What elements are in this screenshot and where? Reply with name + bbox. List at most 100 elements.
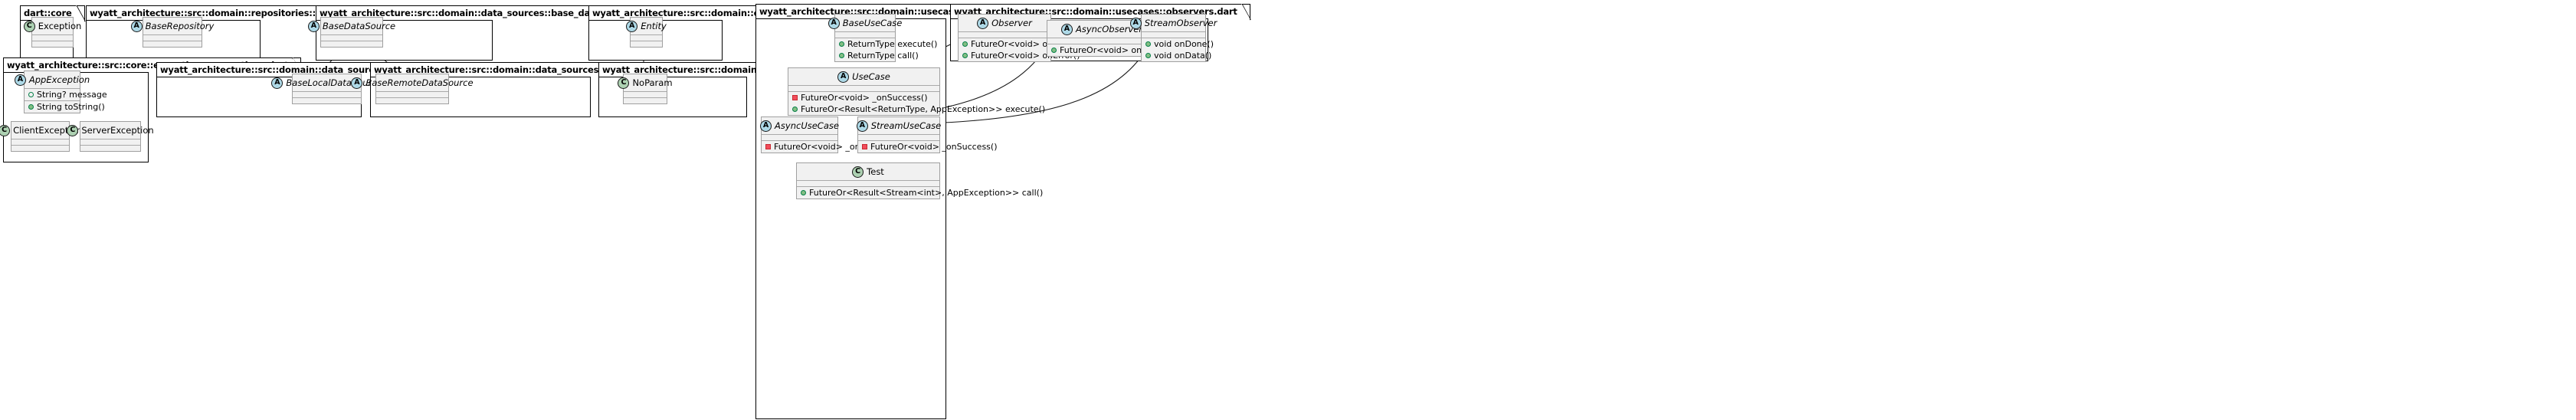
divider (80, 145, 140, 146)
class-title: A StreamObserver (1129, 15, 1217, 31)
public-method-marker-icon (28, 104, 34, 110)
divider (797, 186, 939, 187)
divider (624, 97, 667, 98)
class-appexception[interactable]: A AppException String? message String to… (14, 71, 107, 113)
divider (631, 34, 662, 35)
methods-section: FutureOr<void> onComplete() (1047, 44, 1189, 56)
class-usecase[interactable]: A UseCase FutureOr<void> _onSuccess() Fu… (788, 67, 1045, 116)
methods-section (321, 41, 382, 47)
class-name: ClientException (13, 125, 82, 136)
class-name: Entity (641, 21, 667, 31)
class-streamobserver[interactable]: A StreamObserver void onDone() void onDa… (1129, 14, 1217, 62)
class-stereotype-icon: A (828, 17, 840, 29)
class-member: FutureOr<Result<ReturnType, AppException… (788, 103, 1045, 115)
class-stereotype-icon: C (67, 124, 79, 136)
methods-section (631, 41, 662, 47)
methods-section (80, 146, 140, 151)
class-test[interactable]: C Test FutureOr<Result<Stream<int>, AppE… (796, 162, 1043, 199)
fields-section (959, 32, 1050, 38)
class-title: A BaseUseCase (828, 15, 902, 31)
class-exception[interactable]: C Exception (23, 17, 81, 48)
methods-section: ReturnType execute() ReturnType call() (835, 38, 937, 61)
package-label: wyatt_architecture::src::domain::data_so… (316, 5, 673, 22)
fields-section (631, 35, 662, 41)
divider (797, 180, 939, 181)
fields-section (80, 139, 140, 145)
class-title: A BaseRemoteDataSource (351, 74, 474, 91)
fields-section (32, 35, 73, 41)
class-member: ReturnType call() (835, 50, 919, 61)
methods-section: void onDone() void onData() (1142, 38, 1214, 61)
fields-section (835, 32, 895, 38)
class-streamusecase[interactable]: A StreamUseCase FutureOr<void> _onSucces… (856, 116, 997, 153)
class-baserepository[interactable]: A BaseRepository (130, 17, 214, 48)
divider (835, 31, 895, 32)
divider (293, 97, 361, 98)
class-noparam[interactable]: C NoParam (618, 74, 673, 104)
public-method-marker-icon (1145, 41, 1151, 47)
class-title: C NoParam (618, 74, 673, 91)
fields-section (788, 86, 939, 91)
public-method-marker-icon (1145, 53, 1151, 58)
fields-section (321, 35, 382, 41)
class-title: A Entity (626, 18, 667, 34)
class-member: ReturnType execute() (835, 38, 937, 50)
fields-section (858, 135, 939, 140)
class-name: AppException (28, 74, 90, 85)
divider (293, 91, 361, 92)
class-baseusecase[interactable]: A BaseUseCase ReturnType execute() Retur… (828, 14, 937, 62)
divider (858, 140, 939, 141)
member-text: String toString() (37, 102, 105, 112)
fields-section (293, 92, 361, 97)
class-stereotype-icon: A (307, 20, 320, 32)
class-serverexception[interactable]: C ServerException (67, 121, 154, 152)
class-entity[interactable]: A Entity (626, 17, 667, 48)
class-stereotype-icon: A (626, 20, 638, 32)
class-baselocaldatasource[interactable]: A BaseLocalDataSource (271, 74, 382, 104)
class-asyncusecase[interactable]: A AsyncUseCase FutureOr<void> _onSuccess… (760, 116, 900, 153)
divider (321, 34, 382, 35)
methods-section: FutureOr<void> _onSuccess() FutureOr<Res… (788, 92, 1045, 115)
divider (959, 31, 1050, 32)
class-baseremotedatasource[interactable]: A BaseRemoteDataSource (351, 74, 474, 104)
public-method-marker-icon (801, 190, 806, 195)
class-observer[interactable]: A Observer FutureOr<void> onStart() Futu… (958, 14, 1080, 62)
class-name: Exception (38, 21, 82, 31)
class-member: FutureOr<void> _onSuccess() (788, 92, 939, 103)
class-stereotype-icon: A (837, 71, 850, 83)
divider (25, 100, 80, 101)
class-stereotype-icon: A (856, 120, 868, 132)
class-member: FutureOr<void> onComplete() (1047, 44, 1189, 56)
fields-section (143, 35, 202, 41)
private-method-marker-icon (765, 144, 771, 149)
class-stereotype-icon: C (618, 77, 630, 89)
class-stereotype-icon: C (852, 166, 864, 178)
public-method-marker-icon (839, 41, 844, 47)
class-stereotype-icon: A (1060, 23, 1073, 35)
class-member: FutureOr<void> _onSuccess() (762, 141, 900, 153)
class-title: C Exception (23, 18, 81, 34)
public-method-marker-icon (962, 41, 968, 47)
class-basedatasource[interactable]: A BaseDataSource (307, 17, 395, 48)
fields-section (624, 92, 667, 97)
fields-section (797, 181, 939, 186)
divider (788, 91, 939, 92)
class-stereotype-icon: A (977, 17, 989, 29)
class-name: Test (867, 166, 884, 177)
class-member: FutureOr<Result<Stream<int>, AppExceptio… (797, 187, 1043, 199)
member-text: FutureOr<Result<Stream<int>, AppExceptio… (809, 188, 1044, 198)
divider (376, 97, 448, 98)
fields-section (762, 135, 837, 140)
class-member: String? message (25, 89, 107, 100)
divider (25, 88, 80, 89)
methods-section (143, 41, 202, 47)
member-text: FutureOr<void> _onSuccess() (870, 142, 998, 152)
class-clientexception[interactable]: C ClientException (0, 121, 82, 152)
divider (11, 145, 69, 146)
member-text: void onDone() (1154, 39, 1214, 49)
methods-section (32, 41, 73, 47)
public-method-marker-icon (792, 107, 798, 112)
divider (624, 91, 667, 92)
public-method-marker-icon (839, 53, 844, 58)
